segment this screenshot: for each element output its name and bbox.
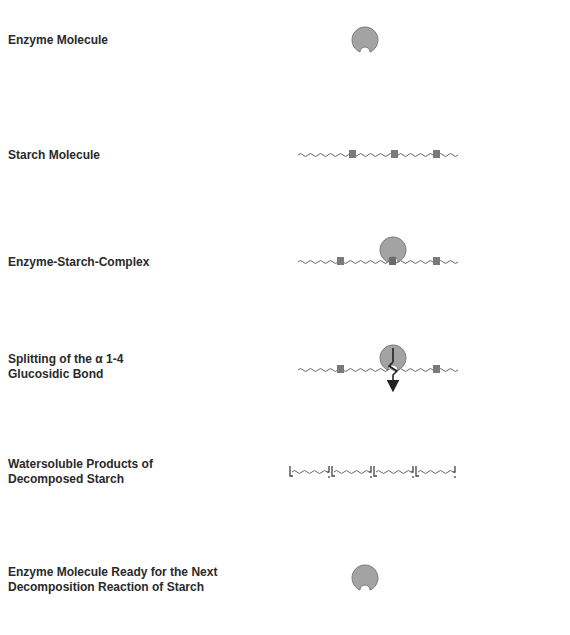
step-label: Enzyme Molecule Ready for the Next Decom… [8,565,246,595]
step-label: Watersoluble Products of Decomposed Star… [8,457,160,487]
step-label: Starch Molecule [8,148,208,163]
fragment-ends [290,466,455,478]
product-fragments [292,471,453,474]
enzyme-shape [352,565,378,590]
glucosidic-bond [349,150,440,158]
step-label: Splitting of the α 1-4 Glucosidic Bond [8,352,158,382]
enzyme-shape [352,27,378,52]
step-label: Enzyme-Starch-Complex [8,255,228,270]
glucosidic-bond [389,257,396,265]
split-arrow [389,348,397,386]
step-label: Enzyme Molecule [8,33,208,48]
